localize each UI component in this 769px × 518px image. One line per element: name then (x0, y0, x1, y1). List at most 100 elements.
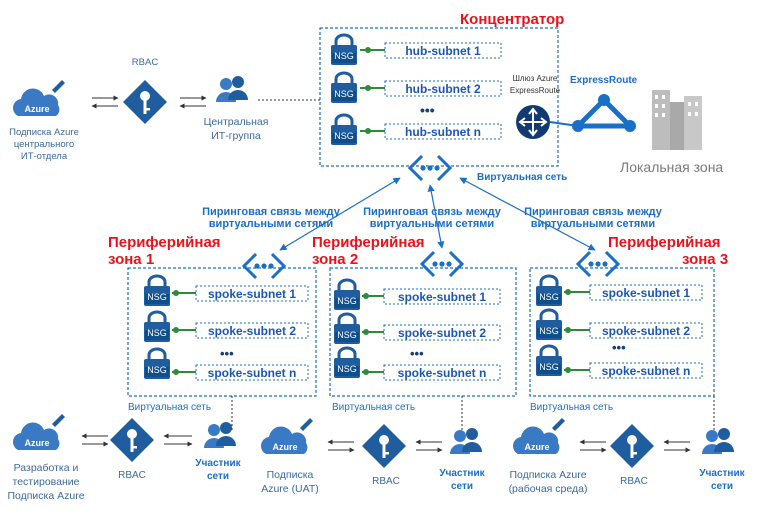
spoke-1-subscription-line-1: Разработка и (14, 462, 79, 474)
spoke-3-subnet-2: spoke-subnet 2 (602, 324, 690, 338)
spoke-2-vnet-label: Виртуальная сеть (332, 402, 415, 413)
hub-subnet-1: hub-subnet 1 (405, 44, 481, 58)
spoke-3-title-2: зона 3 (682, 251, 728, 268)
spoke-2-member-line-1: Участник (439, 468, 485, 479)
spoke-1-subnet-row-2: NSG spoke-subnet 2 (142, 310, 309, 344)
spoke-3-subnet-row-n: NSG spoke-subnet n (534, 344, 703, 379)
spoke-2-title-2: зона 2 (312, 251, 358, 268)
expressroute-circuit-icon (571, 94, 637, 132)
spoke-2-vnet-icon (420, 250, 464, 278)
hub-subnet-row-2: NSG hub-subnet 2 (329, 71, 502, 105)
spoke-1-title-1: Периферийная (108, 234, 221, 251)
hub-subnet-2: hub-subnet 2 (405, 82, 481, 96)
spoke-3-rbac-label: RBAC (620, 476, 648, 487)
ellipsis: ••• (612, 340, 626, 355)
spoke-1-subscription-line-3: Подписка Azure (7, 490, 84, 502)
hub-vnet-label: Виртуальная сеть (477, 172, 567, 183)
nsg-label: NSG (334, 89, 354, 99)
spoke-3-vnet-box (529, 267, 715, 397)
spoke-2-subnet-row-1: NSG spoke-subnet 1 (332, 278, 501, 312)
expressroute-gateway-icon (516, 105, 550, 139)
peering-3-line-2: виртуальными сетями (531, 218, 655, 230)
central-group-line-2: ИТ-группа (211, 130, 261, 142)
central-subscription-line-2: центрального (14, 139, 74, 150)
spoke-2-subnet-1: spoke-subnet 1 (398, 290, 486, 304)
spoke-1-vnet-label: Виртуальная сеть (128, 402, 211, 413)
hub-subnet-row-1: NSG hub-subnet 1 (329, 33, 502, 67)
network-contributor-icon (702, 428, 734, 454)
spoke-1-subscription-line-2: тестирование (13, 476, 80, 488)
network-contributor-icon (204, 422, 236, 448)
ellipsis: ••• (420, 102, 435, 118)
spoke-2-subnet-2: spoke-subnet 2 (398, 326, 486, 340)
spoke-2-subnet-n: spoke-subnet n (398, 366, 487, 380)
spoke-2-subscription-line-1: Подписка (267, 469, 314, 481)
spoke-1-member-line-1: Участник (195, 458, 241, 469)
spoke-1-subnet-n: spoke-subnet n (208, 366, 297, 380)
azure-badge: Azure (24, 438, 49, 448)
spoke-1-vnet-box (127, 267, 317, 397)
spoke-3-subnet-row-2: NSG spoke-subnet 2 (534, 308, 703, 342)
spoke-2-subnet-row-2: NSG spoke-subnet 2 (332, 312, 501, 346)
peering-2-line-1: Пиринговая связь между (363, 206, 502, 218)
spoke-1-subnet-2: spoke-subnet 2 (208, 324, 296, 338)
nsg-label: NSG (334, 131, 354, 141)
spoke-1-member-line-2: сети (207, 471, 229, 482)
spoke-2-rbac-label: RBAC (372, 476, 400, 487)
gateway-label-2: ExpressRoute (510, 86, 561, 95)
central-it-group-icon (216, 76, 248, 102)
hub-subnet-n: hub-subnet n (405, 125, 481, 139)
spoke-3-member-line-1: Участник (699, 468, 745, 479)
spoke-3-member-line-2: сети (711, 481, 733, 492)
azure-badge: Azure (524, 442, 549, 452)
spoke-1-vnet-icon (242, 252, 286, 280)
spoke-3-subscription-line-2: (рабочая среда) (509, 483, 588, 495)
azure-badge: Azure (272, 442, 297, 452)
spoke-2-subscription-line-2: Azure (UAT) (261, 483, 319, 495)
hub-subnet-row-n: NSG hub-subnet n (329, 113, 502, 147)
rbac-key-icon (110, 418, 154, 462)
spoke-3-subnet-1: spoke-subnet 1 (602, 286, 690, 300)
nsg-label: NSG (539, 362, 559, 372)
spoke-1-rbac-label: RBAC (118, 470, 146, 481)
central-rbac-label: RBAC (132, 57, 159, 68)
expressroute-label: ExpressRoute (570, 75, 638, 86)
spoke-1-title-2: зона 1 (108, 251, 154, 268)
hub-vnet-icon (408, 154, 452, 182)
nsg-label: NSG (539, 326, 559, 336)
spoke-3-subnet-n: spoke-subnet n (602, 364, 691, 378)
nsg-label: NSG (147, 365, 167, 375)
spoke-3-title-1: Периферийная (608, 234, 721, 251)
central-subscription-line-1: Подписка Azure (9, 127, 79, 138)
spoke-1-subnet-row-1: NSG spoke-subnet 1 (142, 274, 309, 308)
nsg-label: NSG (539, 292, 559, 302)
hub-title: Концентратор (460, 11, 564, 28)
peering-1-line-2: виртуальными сетями (209, 218, 333, 230)
on-premises-building-icon (652, 90, 702, 150)
hub-vnet-box (319, 27, 559, 167)
rbac-key-icon (123, 80, 167, 124)
central-group-line-1: Центральная (204, 116, 269, 128)
on-premises-label: Локальная зона (620, 159, 723, 175)
nsg-label: NSG (147, 328, 167, 338)
spoke-3-subscription-line-1: Подписка Azure (509, 469, 586, 481)
spoke-2-subnet-row-n: NSG spoke-subnet n (332, 346, 501, 381)
rbac-key-icon (610, 424, 654, 468)
spoke-2-vnet-box (329, 267, 517, 397)
nsg-label: NSG (337, 296, 357, 306)
network-contributor-icon (450, 428, 482, 454)
spoke-3-vnet-icon (576, 250, 620, 278)
spoke-1-subnet-1: spoke-subnet 1 (208, 287, 296, 301)
spoke-1-subnet-row-n: NSG spoke-subnet n (142, 347, 309, 381)
nsg-label: NSG (337, 364, 357, 374)
peering-3-line-1: Пиринговая связь между (524, 206, 663, 218)
azure-badge: Azure (24, 104, 49, 114)
ellipsis: ••• (220, 346, 234, 361)
spoke-3-vnet-label: Виртуальная сеть (530, 402, 613, 413)
rbac-key-icon (362, 424, 406, 468)
spoke-2-title-1: Периферийная (312, 234, 425, 251)
spoke-3-subnet-row-1: NSG spoke-subnet 1 (534, 274, 703, 308)
nsg-label: NSG (334, 51, 354, 61)
peering-2-line-2: виртуальными сетями (370, 218, 494, 230)
